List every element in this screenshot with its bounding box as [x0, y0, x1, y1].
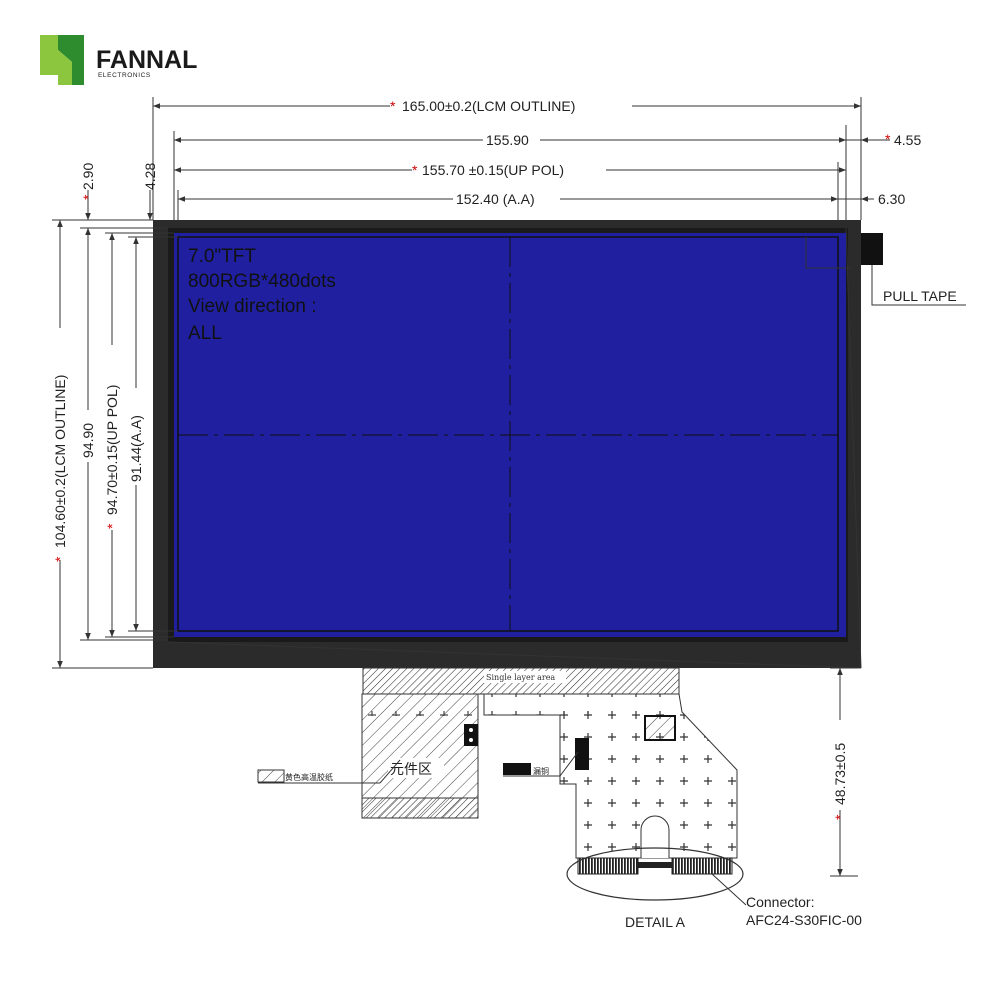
connector-pins-right [671, 857, 733, 875]
yellow-tape-legend: 黄色高温胶纸 [257, 759, 401, 784]
brand-subtitle: ELECTRONICS [98, 72, 151, 79]
brand-logo: FANNAL ELECTRONICS [40, 35, 197, 85]
pull-tape-label: PULL TAPE [883, 288, 957, 304]
active-area-border [177, 236, 839, 632]
detail-a-label: DETAIL A [625, 914, 686, 930]
component-area-label: 元件区 [390, 761, 432, 777]
required-mark-lcm-height: * [52, 556, 68, 562]
lcm-module: PULL TAPE [153, 220, 966, 669]
display-info-size: 7.0"TFT [188, 246, 256, 267]
brand-logo-icon [40, 35, 84, 85]
dim-height-94-90: 94.90 [80, 423, 96, 458]
dim-top-4-28: 4.28 [142, 163, 158, 190]
dim-up-pol-height: 94.70±0.15(UP POL) [104, 385, 120, 515]
dim-right-4-55: 4.55 [894, 132, 921, 148]
brand-name: FANNAL [96, 46, 197, 74]
exposed-copper-legend: 漏铜 [503, 751, 579, 777]
fpc-stiffener-mark [644, 715, 676, 741]
dim-lcm-outline-width: 165.00±0.2(LCM OUTLINE) [402, 98, 575, 114]
component-chip [464, 724, 478, 746]
connector-part-number: AFC24-S30FIC-00 [746, 912, 862, 928]
required-mark-up-pol-width: * [412, 162, 418, 178]
required-mark-right-4-55: * [885, 131, 891, 147]
single-layer-area-label: Single layer area [486, 673, 555, 682]
dim-active-area-width: 152.40 (A.A) [456, 191, 535, 207]
dim-lcm-outline-height: 104.60±0.2(LCM OUTLINE) [52, 375, 68, 548]
dim-fpc-length: 48.73±0.5 [832, 743, 848, 805]
fpc-assembly: Single layer area 元件区 DETAIL A Connector… [257, 667, 862, 930]
vertical-dimensions: 104.60±0.2(LCM OUTLINE) * 94.90 94.70±0.… [52, 163, 858, 877]
dim-right-6-30: 6.30 [878, 191, 905, 207]
display-info-view-label: View direction : [188, 296, 317, 317]
detail-a-ellipse [566, 847, 744, 901]
horizontal-dimensions: * 165.00±0.2(LCM OUTLINE) 155.90 * 4.55 … [152, 97, 921, 220]
dim-top-2-90: 2.90 [80, 163, 96, 190]
yellow-tape-legend-label: 黄色高温胶纸 [285, 772, 333, 782]
required-mark-lcm-width: * [390, 98, 396, 114]
required-mark-fpc-length: * [832, 814, 848, 820]
connector-title: Connector: [746, 894, 814, 910]
required-mark-top-2-90: * [80, 194, 96, 200]
dim-width-155-90: 155.90 [486, 132, 529, 148]
exposed-copper-legend-label: 漏铜 [533, 766, 549, 776]
dim-up-pol-width: 155.70 ±0.15(UP POL) [422, 162, 564, 178]
required-mark-up-pol-height: * [104, 523, 120, 529]
display-info: 7.0"TFT 800RGB*480dots View direction : … [188, 246, 336, 344]
display-info-resolution: 800RGB*480dots [188, 271, 336, 292]
display-info-view-value: ALL [188, 323, 222, 344]
connector-pins-left [577, 857, 639, 875]
pull-tape-tab [861, 233, 883, 265]
exposed-copper [575, 738, 589, 770]
dim-active-area-height: 91.44(A.A) [128, 415, 144, 482]
